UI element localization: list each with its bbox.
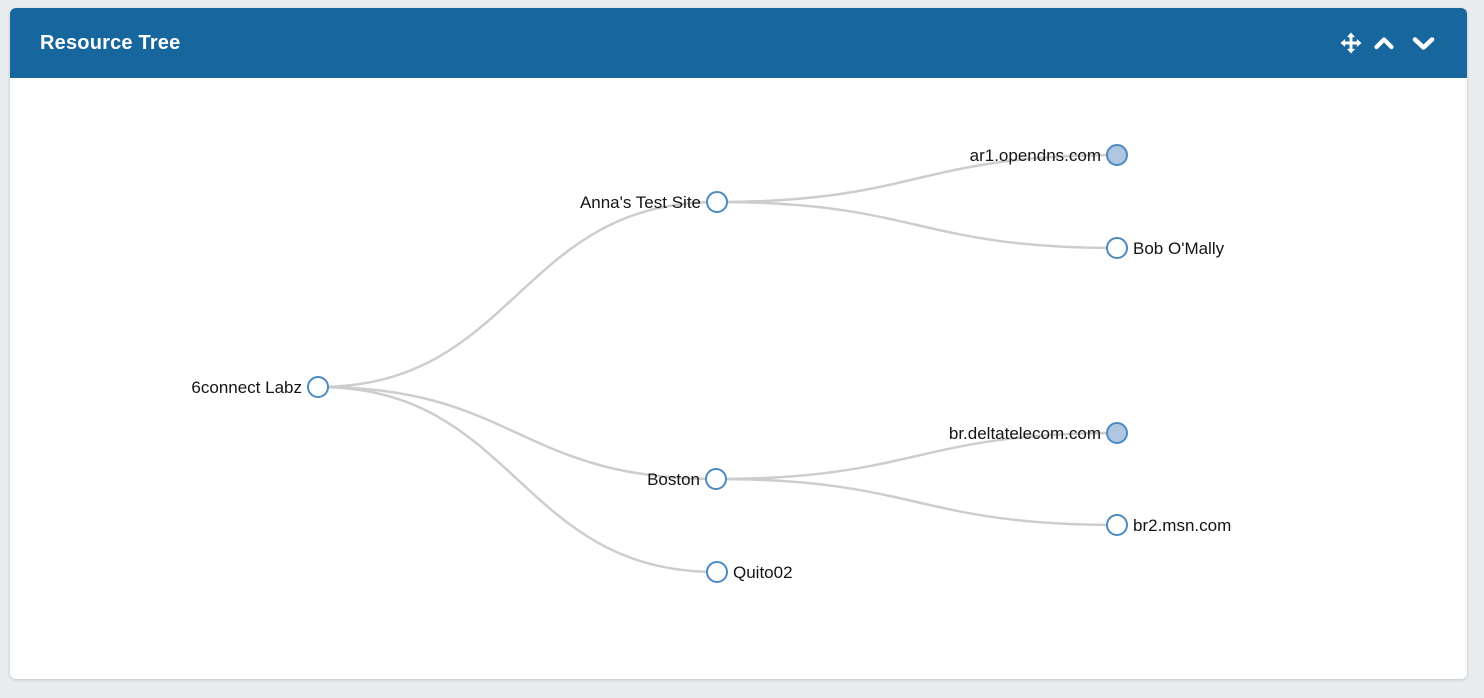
tree-node-label-ar1[interactable]: ar1.opendns.com <box>970 146 1101 165</box>
tree-node-root: 6connect Labz <box>191 376 329 398</box>
tree-node-ar1: ar1.opendns.com <box>970 144 1128 166</box>
tree-node-boston: Boston <box>647 468 727 490</box>
tree-node-label-bob[interactable]: Bob O'Mally <box>1133 239 1225 258</box>
tree-node-br2: br2.msn.com <box>1106 514 1231 536</box>
tree-node-circle-br2[interactable] <box>1106 514 1128 536</box>
tree-node-label-brdelta[interactable]: br.deltatelecom.com <box>949 424 1101 443</box>
tree-link-root-boston <box>317 385 717 481</box>
tree-link-boston-br2 <box>715 477 1118 527</box>
tree-link-root-quito <box>317 385 718 574</box>
move-icon[interactable] <box>1340 32 1362 54</box>
chevron-up-icon[interactable] <box>1374 36 1394 50</box>
tree-node-anna: Anna's Test Site <box>580 191 728 213</box>
tree-node-circle-anna[interactable] <box>706 191 728 213</box>
tree-node-circle-quito[interactable] <box>706 561 728 583</box>
tree-node-label-boston[interactable]: Boston <box>647 470 700 489</box>
tree-link-root-anna <box>317 200 718 389</box>
tree-node-bob: Bob O'Mally <box>1106 237 1225 259</box>
tree-node-circle-ar1[interactable] <box>1106 144 1128 166</box>
tree-link-anna-ar1 <box>716 153 1118 204</box>
tree-node-label-anna[interactable]: Anna's Test Site <box>580 193 701 212</box>
panel-body: 6connect Labz Anna's Test Site ar1.opendns… <box>10 78 1467 679</box>
tree-node-circle-bob[interactable] <box>1106 237 1128 259</box>
tree-node-quito: Quito02 <box>706 561 793 583</box>
tree-node-label-quito[interactable]: Quito02 <box>733 563 793 582</box>
tree-link-anna-bob <box>716 200 1118 250</box>
tree-link-boston-brdelta <box>715 431 1118 481</box>
tree-node-circle-root[interactable] <box>307 376 329 398</box>
tree-node-brdelta: br.deltatelecom.com <box>949 422 1128 444</box>
resource-tree-diagram: 6connect Labz Anna's Test Site ar1.opendns… <box>191 144 1231 583</box>
panel-header: Resource Tree <box>10 8 1467 78</box>
panel-header-controls <box>1340 32 1435 54</box>
panel-title: Resource Tree <box>40 31 181 54</box>
tree-node-circle-boston[interactable] <box>705 468 727 490</box>
tree-node-circle-brdelta[interactable] <box>1106 422 1128 444</box>
tree-node-label-br2[interactable]: br2.msn.com <box>1133 516 1231 535</box>
tree-node-label-root[interactable]: 6connect Labz <box>191 378 302 397</box>
resource-tree-panel: Resource Tree 6connect Labz Anna's Test S… <box>10 8 1467 679</box>
chevron-down-icon[interactable] <box>1412 36 1435 51</box>
